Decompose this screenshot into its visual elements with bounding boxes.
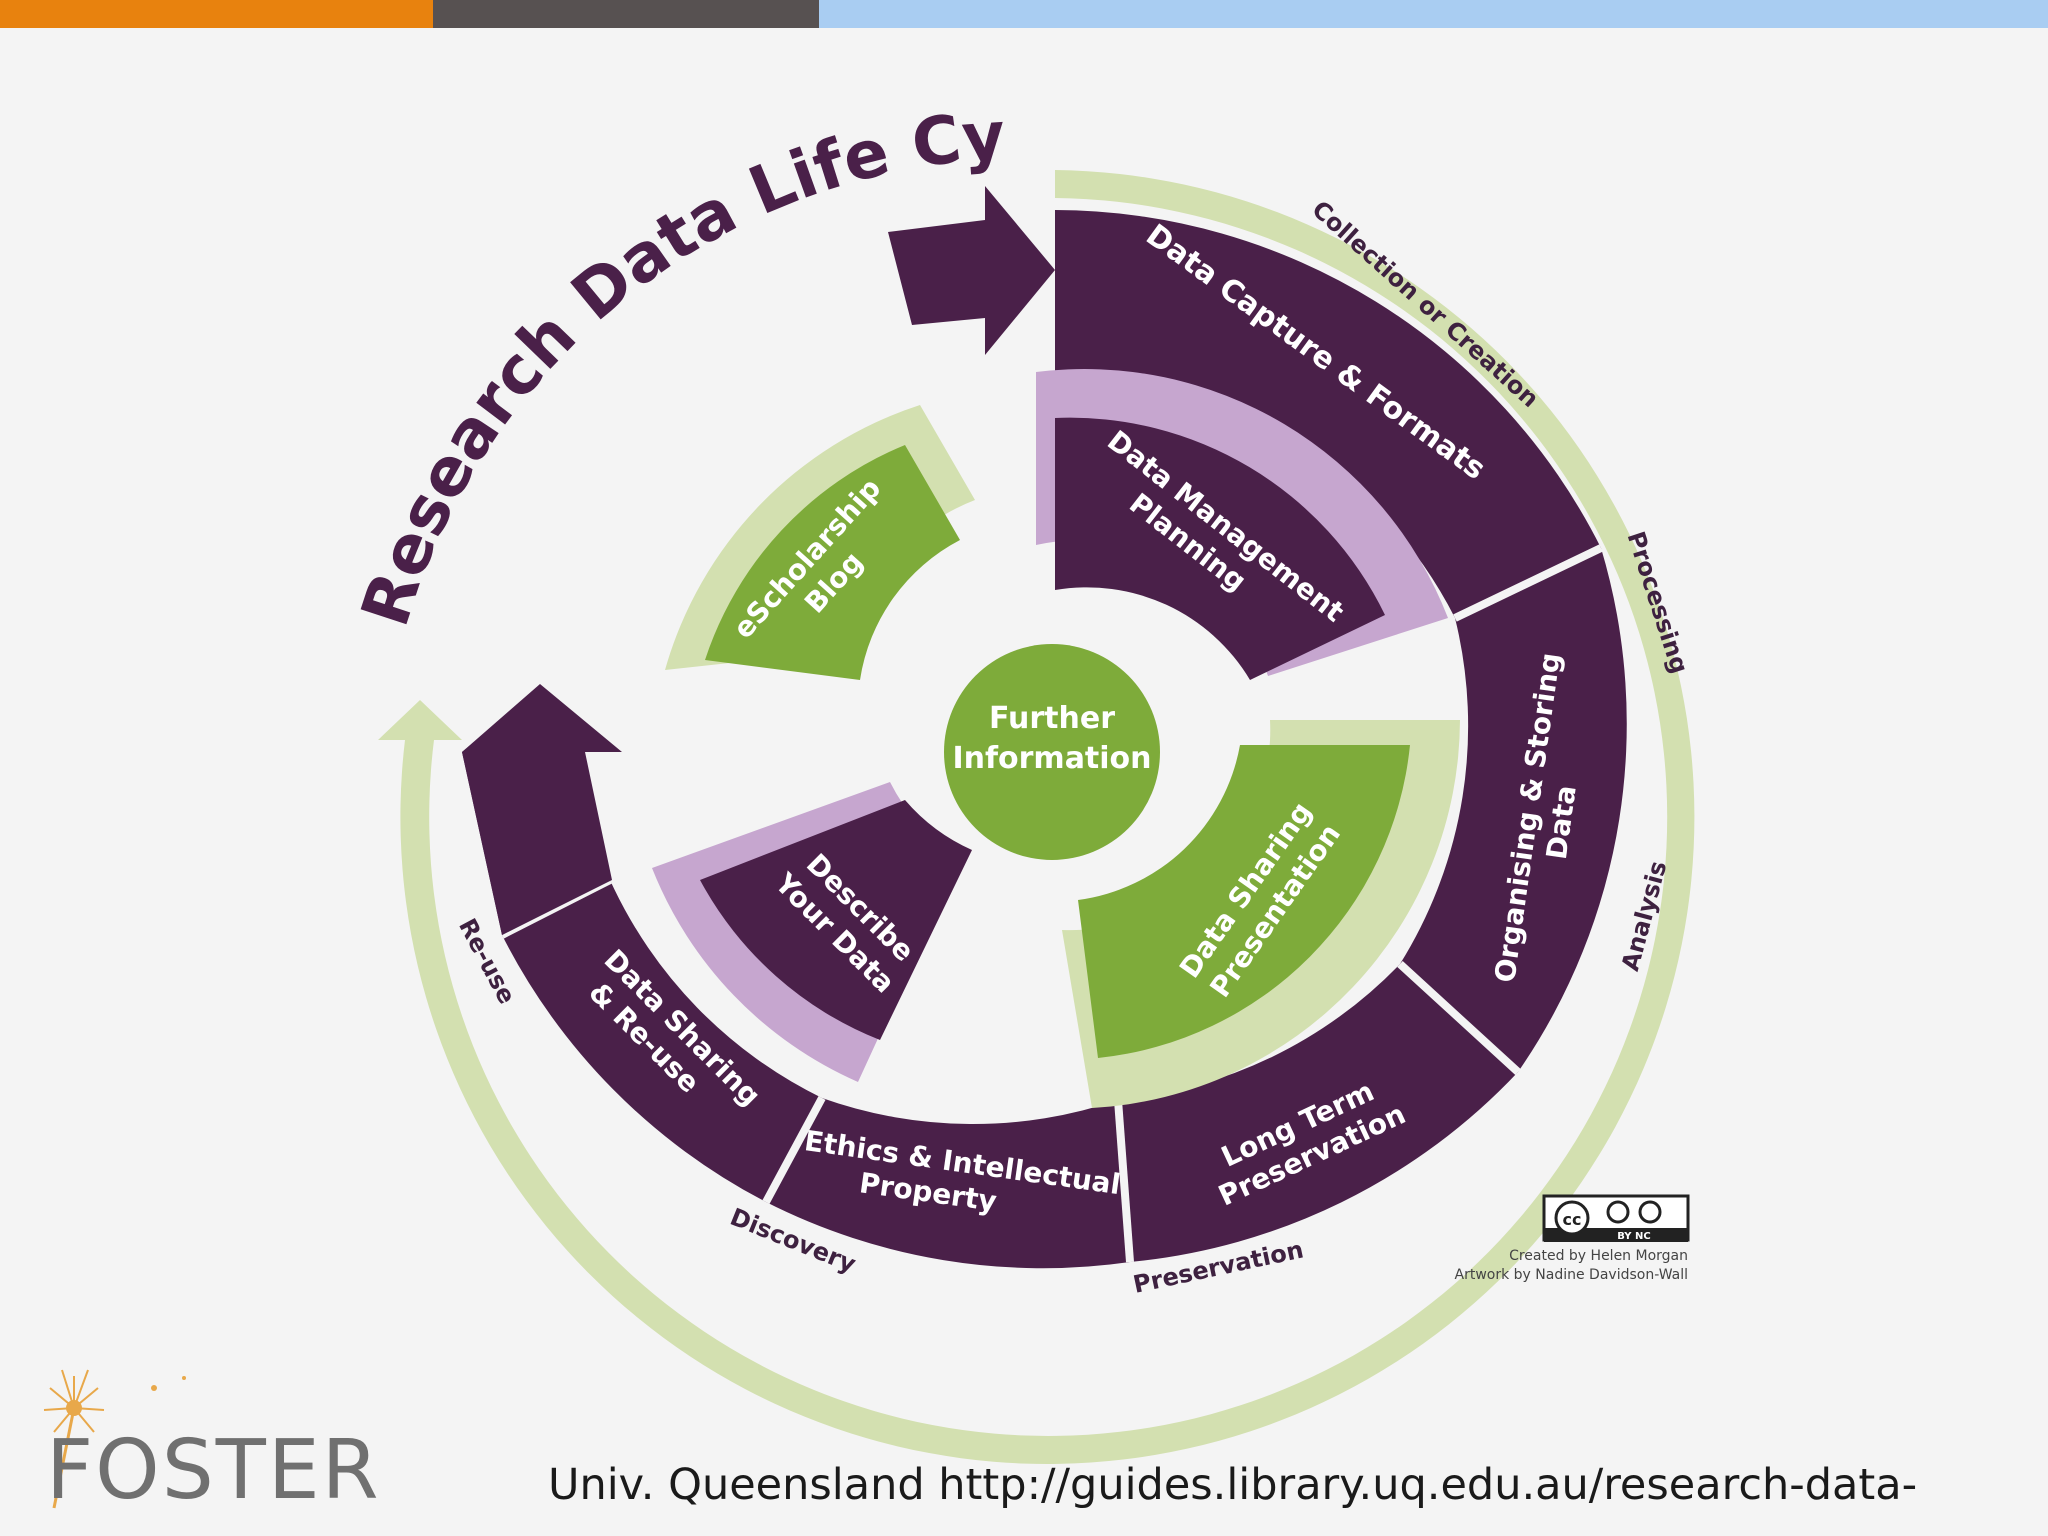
credit-created-by: Created by Helen Morgan	[1509, 1248, 1688, 1264]
center-label-line1: Further	[989, 701, 1115, 736]
foster-logo-text: FOSTER	[46, 1423, 381, 1518]
foster-logo-icon	[43, 1369, 186, 1509]
inner-escholarship	[705, 445, 960, 680]
top-bar-gray-segment	[433, 0, 819, 28]
cc-license-badge: cc BY NC	[1542, 1194, 1690, 1242]
center-label-line2: Information	[952, 741, 1151, 776]
outer-segment-long-term	[1118, 964, 1518, 1262]
outer-segment-sharing	[502, 880, 822, 1202]
top-bar-blue-segment	[819, 0, 2048, 28]
inner-segments	[652, 368, 1460, 1108]
inner-data-management	[1055, 417, 1385, 680]
inner-data-sharing	[1078, 745, 1410, 1058]
top-color-bar	[0, 0, 2048, 28]
outer-segment-ethics	[766, 1098, 1130, 1269]
outer-segment-data-capture	[1055, 210, 1601, 618]
source-caption: Univ. Queensland http://guides.library.u…	[548, 1460, 1918, 1510]
svg-text:cc: cc	[1563, 1210, 1582, 1229]
credit-artwork-by: Artwork by Nadine Davidson-Wall	[1455, 1267, 1688, 1283]
top-bar-orange-segment	[0, 0, 433, 28]
cycle-arrow-top	[888, 186, 1055, 355]
cycle-arrow-left-body	[462, 684, 622, 935]
outer-ring	[500, 210, 1627, 1269]
inner-describe	[700, 800, 972, 1040]
cc-badge-text: BY NC	[1617, 1231, 1651, 1242]
center-circle	[944, 644, 1160, 860]
outer-segment-organising	[1400, 548, 1627, 1072]
